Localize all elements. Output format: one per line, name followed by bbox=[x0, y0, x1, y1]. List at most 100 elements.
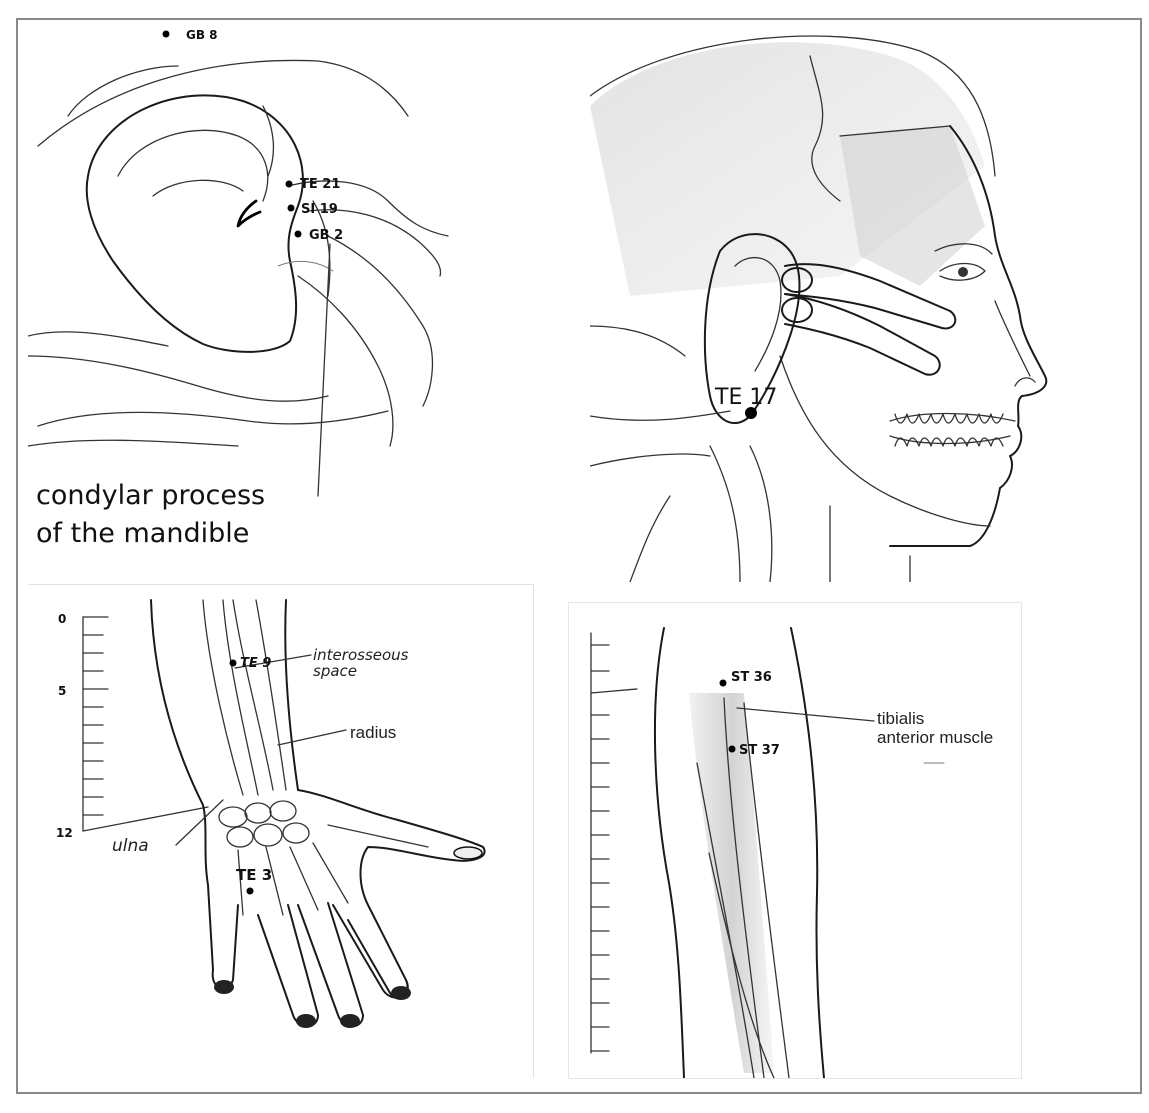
metacarpal-2 bbox=[312, 842, 349, 904]
nail-thumb bbox=[453, 846, 483, 860]
label-radius: radius bbox=[350, 723, 396, 742]
nail-index bbox=[391, 986, 411, 1000]
nail-little bbox=[214, 980, 234, 994]
nose-ridge bbox=[994, 300, 1031, 377]
interosseous-pointer bbox=[234, 654, 312, 669]
cervical-spine-1 bbox=[709, 445, 741, 582]
hairline bbox=[37, 59, 409, 147]
point-te9-dot bbox=[229, 659, 237, 667]
scale-tick-5: 5 bbox=[58, 684, 66, 698]
ring-finger bbox=[257, 904, 319, 1028]
index-finger bbox=[332, 904, 409, 999]
ear-crus bbox=[262, 105, 275, 177]
label-tibialis-2: anterior muscle bbox=[877, 728, 993, 747]
radius-pointer bbox=[277, 729, 347, 746]
nail-ring bbox=[296, 1014, 316, 1028]
mandible-line bbox=[327, 235, 434, 407]
leg-outline-left bbox=[653, 627, 685, 1078]
fingernail-upper bbox=[781, 267, 813, 293]
caption-condylar-line2: of the mandible bbox=[36, 518, 249, 549]
point-te21-label: TE 21 bbox=[300, 177, 340, 192]
ulna-bone-1 bbox=[202, 599, 244, 796]
point-st36-label: ST 36 bbox=[731, 670, 772, 685]
forearm-ulnar-edge bbox=[150, 599, 204, 806]
point-st36-dot bbox=[719, 679, 727, 687]
temporal-line bbox=[67, 65, 179, 117]
leg-scale bbox=[590, 632, 638, 1054]
nail-middle bbox=[340, 1014, 360, 1028]
point-te3-dot bbox=[246, 887, 254, 895]
nostril bbox=[1014, 377, 1036, 387]
metacarpal-4 bbox=[265, 846, 284, 916]
ear-fold bbox=[152, 179, 244, 197]
tibialis-shading bbox=[689, 693, 774, 1073]
tibialis-pointer bbox=[736, 707, 875, 722]
label-tibialis-1: tibialis bbox=[877, 709, 924, 728]
point-si19-label: SI 19 bbox=[301, 202, 338, 217]
head-illustration: TE 17 bbox=[590, 35, 1048, 582]
point-st37-label: ST 37 bbox=[739, 743, 780, 758]
head-ear-inner bbox=[734, 257, 782, 372]
neck-line-a bbox=[590, 410, 731, 421]
middle-finger bbox=[297, 902, 364, 1028]
scale-tick-0: 0 bbox=[58, 612, 66, 626]
neck-line-b bbox=[590, 453, 711, 467]
masseter-line bbox=[297, 275, 394, 447]
point-si19-dot bbox=[287, 204, 295, 212]
neck-line-3 bbox=[37, 410, 389, 427]
lower-jaw bbox=[889, 435, 1011, 445]
label-interosseous-1: interosseous bbox=[313, 646, 409, 664]
carpal-bones bbox=[218, 800, 310, 848]
hand-little-finger-side bbox=[202, 804, 239, 990]
point-te21-dot bbox=[285, 180, 293, 188]
arm-panel: 0 5 12 bbox=[28, 584, 534, 1078]
skull-outline bbox=[590, 35, 996, 177]
zygomatic-line bbox=[287, 180, 449, 237]
muscle-line-2 bbox=[696, 762, 755, 1078]
ulna-bone-2 bbox=[222, 599, 259, 796]
leg-illustration: ST 36 ST 37 tibialis anterior muscle bbox=[590, 627, 993, 1078]
point-gb8-dot bbox=[162, 30, 170, 38]
eye-pupil bbox=[958, 267, 968, 277]
muscle-line-1 bbox=[743, 702, 790, 1078]
frontal-edge bbox=[839, 125, 951, 137]
zygomatic-arch bbox=[307, 209, 442, 277]
neck-line-4 bbox=[28, 439, 239, 447]
finger-upper bbox=[784, 263, 957, 330]
ear-panel: GB 8 TE 21 SI 19 GB 2 condylar process o… bbox=[28, 26, 480, 582]
ear-tragus bbox=[236, 199, 262, 228]
face-profile bbox=[889, 125, 1048, 547]
metacarpal-3 bbox=[289, 846, 319, 911]
hand-thumb-side bbox=[297, 789, 486, 1000]
point-te17-label: TE 17 bbox=[714, 385, 777, 410]
caption-condylar-line1: condylar process bbox=[36, 480, 265, 511]
ulna-pointer bbox=[175, 799, 224, 846]
ear-helix bbox=[85, 94, 304, 353]
point-te3-label: TE 3 bbox=[236, 866, 272, 884]
mandible bbox=[779, 355, 991, 527]
muscle-line-3 bbox=[708, 852, 775, 1078]
finger-lower bbox=[784, 293, 941, 376]
cervical-spine-2 bbox=[749, 445, 773, 582]
teeth bbox=[894, 413, 1004, 447]
point-st37-dot bbox=[728, 745, 736, 753]
neck-line-1 bbox=[28, 331, 169, 347]
radius-bone-2 bbox=[255, 599, 287, 791]
occipital-line bbox=[590, 325, 686, 357]
point-te17-dot bbox=[745, 407, 757, 419]
condylar-pointer bbox=[317, 243, 331, 497]
eye bbox=[939, 262, 986, 281]
neck-line-2 bbox=[28, 355, 329, 402]
arm-illustration: 0 5 12 bbox=[56, 599, 486, 1028]
ear-detail bbox=[277, 260, 334, 272]
tibia-line bbox=[723, 697, 765, 1078]
point-gb2-dot bbox=[294, 230, 302, 238]
neck-back bbox=[629, 495, 671, 582]
label-ulna: ulna bbox=[112, 836, 149, 856]
ear-illustration: GB 8 TE 21 SI 19 GB 2 condylar process o… bbox=[28, 28, 449, 549]
point-gb8-label: GB 8 bbox=[186, 28, 218, 42]
arm-scale bbox=[82, 616, 209, 832]
leg-outline-right bbox=[790, 627, 825, 1078]
head-panel: TE 17 bbox=[590, 26, 1130, 582]
metacarpal-1 bbox=[327, 824, 429, 848]
